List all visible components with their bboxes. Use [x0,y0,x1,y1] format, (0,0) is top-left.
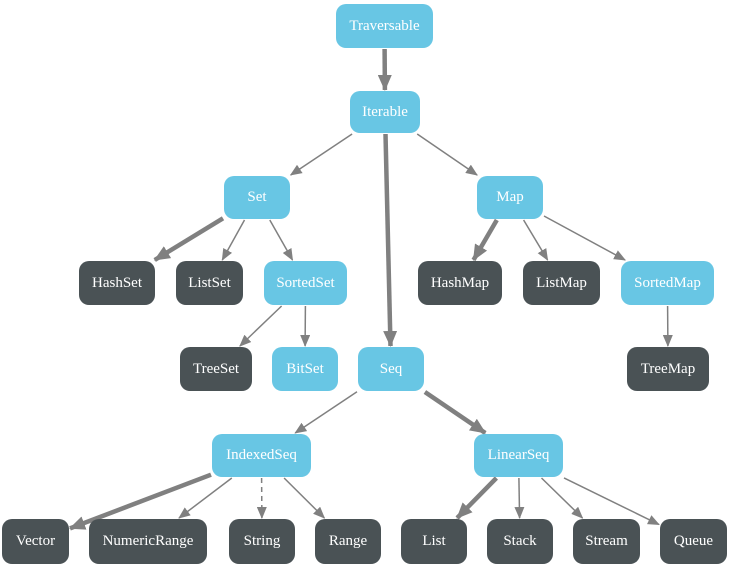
edge-iterable-to-map [416,133,478,176]
edge-map-to-hashmap [471,218,499,262]
node-linearseq: LinearSeq [474,434,563,477]
node-numericrange: NumericRange [89,519,207,564]
node-listset: ListSet [176,261,243,305]
edge-sortedset-to-treeset [239,305,283,347]
node-sortedmap: SortedMap [621,261,714,305]
node-sortedset: SortedSet [264,261,347,305]
edge-iterable-to-seq [383,133,398,347]
node-list: List [401,519,467,564]
edge-group [69,48,673,531]
edge-linearseq-to-list [455,476,499,520]
edge-linearseq-to-stack [514,477,525,519]
edge-linearseq-to-stream [540,477,584,519]
edge-seq-to-indexedseq [294,391,358,434]
edge-map-to-sortedmap [543,215,626,261]
node-treeset: TreeSet [180,347,252,391]
edge-set-to-sortedset [269,219,294,261]
node-stack: Stack [487,519,553,564]
edge-map-to-listmap [522,219,549,261]
node-vector: Vector [2,519,69,564]
node-iterable: Iterable [350,91,420,133]
edge-set-to-listset [221,219,246,261]
node-string: String [229,519,295,564]
node-seq: Seq [358,347,424,391]
node-bitset: BitSet [272,347,338,391]
node-indexedseq: IndexedSeq [212,434,311,477]
edge-iterable-to-set [289,133,353,176]
node-stream: Stream [573,519,640,564]
node-set: Set [224,176,290,219]
node-hashset: HashSet [79,261,155,305]
node-listmap: ListMap [523,261,600,305]
node-queue: Queue [660,519,727,564]
node-map: Map [477,176,543,219]
node-traversable: Traversable [336,4,433,48]
edge-seq-to-linearseq [423,390,487,435]
edge-linearseq-to-queue [563,477,660,526]
node-treemap: TreeMap [627,347,709,391]
edge-set-to-hashset [153,216,225,262]
node-hashmap: HashMap [418,261,502,305]
edge-indexedseq-to-numericrange [178,477,233,519]
node-range: Range [315,519,381,564]
edge-indexedseq-to-range [283,477,326,519]
